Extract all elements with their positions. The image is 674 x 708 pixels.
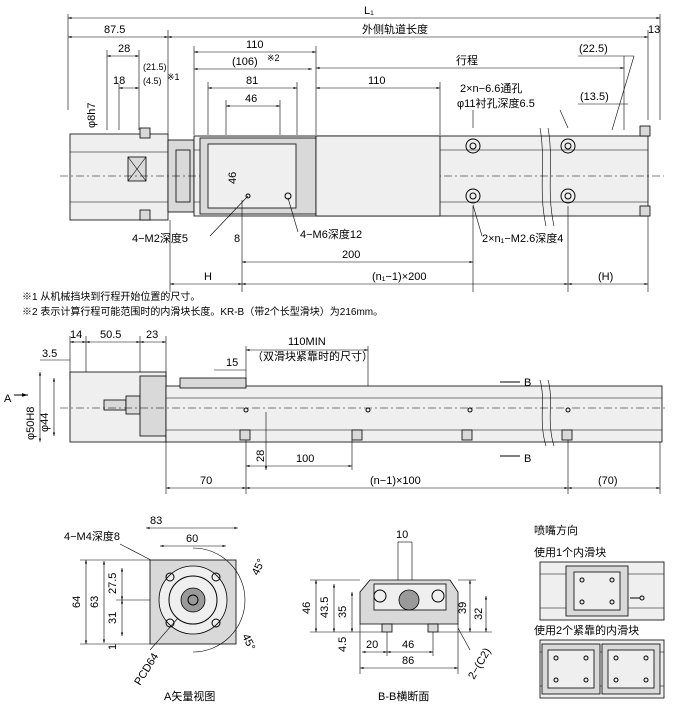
dim-81: 81 <box>246 75 258 87</box>
dim-phi50: φ50H8 <box>25 407 37 440</box>
dim-50-5: 50.5 <box>100 329 121 341</box>
dim-18: 18 <box>113 75 125 87</box>
dim-110: 110 <box>246 39 264 51</box>
nozzle-single-label: 使用1个内滑块 <box>534 545 606 559</box>
dim-28-side: 28 <box>255 450 267 462</box>
holes-through: 2×n−6.6通孔 <box>460 82 522 95</box>
section-bb-title: B-B横断面 <box>378 689 429 703</box>
motor-body <box>69 133 169 221</box>
m6-callout: 4−M6深度12 <box>300 227 362 241</box>
nozzle-double-label: 使用2个紧靠的内滑块 <box>534 623 639 637</box>
dim-14: 14 <box>70 329 82 341</box>
dim-h-right: (H) <box>598 271 613 283</box>
dim-46-bb-b: 46 <box>402 639 414 651</box>
dim-l1: L₁ <box>364 5 374 17</box>
dim-63: 63 <box>89 596 101 608</box>
dim-4-5: (4.5) <box>143 76 162 86</box>
dim-70: 70 <box>200 475 212 487</box>
dim-32: 32 <box>473 608 485 620</box>
note-2: ※2 表示计算行程可能范围时的内滑块长度。KR-B（带2个长型滑块）为216mm… <box>22 307 384 318</box>
view-a-title: A矢量视图 <box>164 689 215 703</box>
dim-35: 35 <box>337 606 349 618</box>
m26-callout: 2×n₁−M2.6深度4 <box>482 231 563 245</box>
dim-200: 200 <box>342 249 360 261</box>
side-view: 3.5 14 50.5 23 110MIN （双滑块紧靠时的尺寸） 15 1 A… <box>4 329 666 494</box>
chamfer-c2: 2−(C2) <box>466 646 493 681</box>
dim-110-b: 110 <box>368 75 386 87</box>
dim-n-100: (n−1)×100 <box>370 475 421 487</box>
dim-100: 100 <box>296 453 314 465</box>
dim-4-5-bb: 4.5 <box>337 637 349 652</box>
dim-87-5: 87.5 <box>104 24 125 36</box>
min-110: 110MIN <box>288 336 326 348</box>
dim-46: 46 <box>245 93 257 105</box>
section-b-bottom: B <box>524 453 531 465</box>
note-1: ※1 从机械挡块到行程开始位置的尺寸。 <box>22 292 201 303</box>
dim-70-right: (70) <box>598 475 618 487</box>
top-view: L₁ 87.5 外侧轨道长度 13 28 18 (21.5) (4.5) ※1 … <box>60 5 664 292</box>
dim-13: 13 <box>648 24 660 36</box>
nozzle-direction: 喷嘴方向 使用1个内滑块 使用2个紧靠的内滑块 <box>534 523 665 699</box>
dim-3-5: 3.5 <box>42 348 57 360</box>
section-bb: 10 46 43.5 35 4.5 39 32 20 46 86 <box>301 529 494 703</box>
dim-20: 20 <box>366 639 378 651</box>
dim-phi44: φ44 <box>39 413 51 432</box>
dim-22-5: (22.5) <box>579 43 608 55</box>
dim-10: 10 <box>396 529 408 541</box>
dim-60: 60 <box>186 533 198 545</box>
note-mark-1: ※1 <box>167 72 180 82</box>
stroke-label: 行程 <box>456 54 478 67</box>
dim-83: 83 <box>150 515 162 527</box>
dim-13-5: (13.5) <box>580 91 609 103</box>
angle-45-a: 45° <box>250 557 268 577</box>
dim-15: 15 <box>226 357 238 369</box>
view-a: 83 60 4−M4深度8 45° 45° 64 63 27.5 31 1 PC… <box>64 515 268 703</box>
dim-43-5: 43.5 <box>319 597 331 618</box>
dim-64: 64 <box>71 596 83 608</box>
dim-h-left: H <box>204 271 212 283</box>
dim-1-a: 1 <box>107 644 119 650</box>
section-b-top: B <box>524 377 531 389</box>
dim-106: (106) <box>232 56 258 68</box>
dim-46-vertical: 46 <box>227 172 239 184</box>
min-110-note: （双滑块紧靠时的尺寸） <box>252 349 373 363</box>
shaft-diameter: φ8h7 <box>86 103 98 129</box>
m4-callout: 4−M4深度8 <box>64 529 120 543</box>
dim-28: 28 <box>118 43 130 55</box>
dim-39: 39 <box>457 602 469 614</box>
dim-86: 86 <box>402 655 414 667</box>
dim-n1-200: (n₁−1)×200 <box>372 271 426 283</box>
view-a-marker: A <box>4 393 12 405</box>
nozzle-title: 喷嘴方向 <box>534 523 578 537</box>
dim-8: 8 <box>234 233 240 245</box>
holes-counterbore: φ11衬孔深度6.5 <box>457 96 535 110</box>
dim-21-5: (21.5) <box>143 62 167 72</box>
rail-outer-length: 外侧轨道长度 <box>362 22 428 36</box>
dim-27-5: 27.5 <box>107 573 119 594</box>
dim-46-bb: 46 <box>301 602 313 614</box>
dim-31: 31 <box>107 612 119 624</box>
dim-23: 23 <box>146 329 158 341</box>
note-mark-2: ※2 <box>267 53 280 63</box>
angle-45-b: 45° <box>239 632 257 652</box>
pcd-64: PCD64 <box>132 651 161 687</box>
m2-callout: 4−M2深度5 <box>132 231 188 245</box>
